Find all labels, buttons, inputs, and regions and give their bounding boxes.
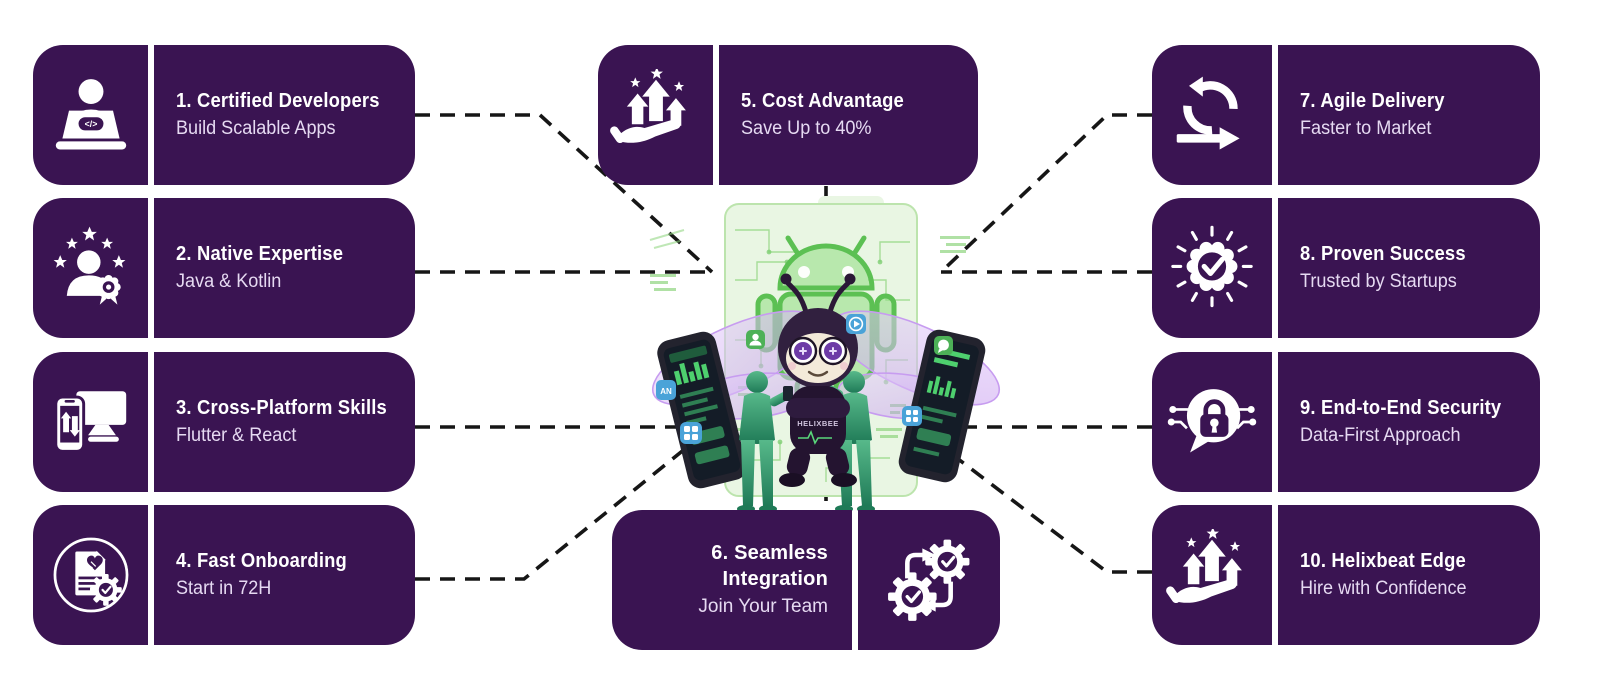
card-10-text: 10. Helixbeat Edge Hire with Confidence	[1278, 505, 1540, 645]
connector-card-1	[415, 113, 714, 274]
app-play-icon	[846, 314, 866, 334]
benefit-card-3: 3. Cross-Platform Skills Flutter & React	[33, 352, 415, 492]
benefit-card-6: 6. Seamless Integration Join Your Team	[612, 510, 1000, 650]
card-8-title: 8. Proven Success	[1300, 243, 1466, 266]
verified-badge-rays-icon	[1152, 198, 1272, 338]
card-7-title: 7. Agile Delivery	[1300, 90, 1445, 113]
card-2-subtitle: Java & Kotlin	[176, 271, 282, 293]
card-6-title: 6. Seamless Integration	[711, 542, 828, 591]
card-9-subtitle: Data-First Approach	[1300, 425, 1461, 447]
phone-monitor-sync-icon	[33, 352, 148, 492]
card-5-text: 5. Cost Advantage Save Up to 40%	[719, 45, 978, 185]
card-9-text: 9. End-to-End Security Data-First Approa…	[1278, 352, 1540, 492]
card-6-subtitle: Join Your Team	[698, 596, 828, 618]
benefit-card-4: 4. Fast Onboarding Start in 72H	[33, 505, 415, 645]
left-phone	[657, 331, 747, 489]
card-2-text: 2. Native Expertise Java & Kotlin	[154, 198, 415, 338]
benefit-card-7: 7. Agile Delivery Faster to Market	[1152, 45, 1540, 185]
app-grid-icon	[680, 422, 702, 444]
card-4-subtitle: Start in 72H	[176, 578, 272, 600]
svg-text:</>: </>	[84, 119, 97, 129]
connector-card-7	[939, 113, 1152, 274]
expert-badge-person-icon	[33, 198, 148, 338]
app-chat-icon	[934, 336, 953, 355]
app-person-icon	[746, 330, 765, 349]
mascot-chest-label: HELIXBEE	[797, 419, 839, 428]
svg-text:AN: AN	[660, 387, 672, 396]
floating-app-icons: AN	[656, 314, 953, 444]
center-illustration: HELIXBEE AN	[649, 196, 1001, 513]
secure-chat-lock-icon	[1152, 352, 1272, 492]
right-phone	[898, 329, 986, 483]
card-3-text: 3. Cross-Platform Skills Flutter & React	[154, 352, 415, 492]
card-2-title: 2. Native Expertise	[176, 243, 344, 266]
card-9-title: 9. End-to-End Security	[1300, 397, 1502, 420]
benefit-card-9: 9. End-to-End Security Data-First Approa…	[1152, 352, 1540, 492]
card-5-subtitle: Save Up to 40%	[741, 118, 872, 140]
helixbee-mascot: HELIXBEE	[778, 273, 858, 487]
card-1-title: 1. Certified Developers	[176, 90, 380, 113]
card-7-subtitle: Faster to Market	[1300, 118, 1432, 140]
growth-hand-icon	[598, 45, 713, 185]
connector-card-10	[914, 425, 1152, 574]
card-10-subtitle: Hire with Confidence	[1300, 578, 1467, 600]
card-10-title: 10. Helixbeat Edge	[1300, 550, 1466, 573]
benefit-card-8: 8. Proven Success Trusted by Startups	[1152, 198, 1540, 338]
benefit-card-5: 5. Cost Advantage Save Up to 40%	[598, 45, 978, 185]
agile-sprint-icon	[1152, 45, 1272, 185]
card-7-text: 7. Agile Delivery Faster to Market	[1278, 45, 1540, 185]
app-grid-icon-2	[902, 406, 922, 426]
card-1-subtitle: Build Scalable Apps	[176, 118, 336, 140]
card-5-title: 5. Cost Advantage	[741, 90, 904, 113]
growth-hand-icon	[1152, 505, 1272, 645]
left-person-figure	[737, 371, 793, 513]
benefit-card-1: </> 1. Certified Developers Build Scalab…	[33, 45, 415, 185]
card-3-subtitle: Flutter & React	[176, 425, 297, 447]
card-3-title: 3. Cross-Platform Skills	[176, 397, 387, 420]
benefit-card-2: 2. Native Expertise Java & Kotlin	[33, 198, 415, 338]
benefit-card-10: 10. Helixbeat Edge Hire with Confidence	[1152, 505, 1540, 645]
card-8-text: 8. Proven Success Trusted by Startups	[1278, 198, 1540, 338]
sync-gears-check-icon	[858, 510, 1000, 650]
developer-laptop-icon: </>	[33, 45, 148, 185]
document-handshake-gear-icon	[33, 505, 148, 645]
app-an-icon: AN	[656, 380, 676, 400]
connector-card-4	[415, 425, 714, 581]
card-4-text: 4. Fast Onboarding Start in 72H	[154, 505, 415, 645]
card-6-text: 6. Seamless Integration Join Your Team	[612, 510, 852, 650]
card-4-title: 4. Fast Onboarding	[176, 550, 347, 573]
card-1-text: 1. Certified Developers Build Scalable A…	[154, 45, 415, 185]
card-8-subtitle: Trusted by Startups	[1300, 271, 1457, 293]
